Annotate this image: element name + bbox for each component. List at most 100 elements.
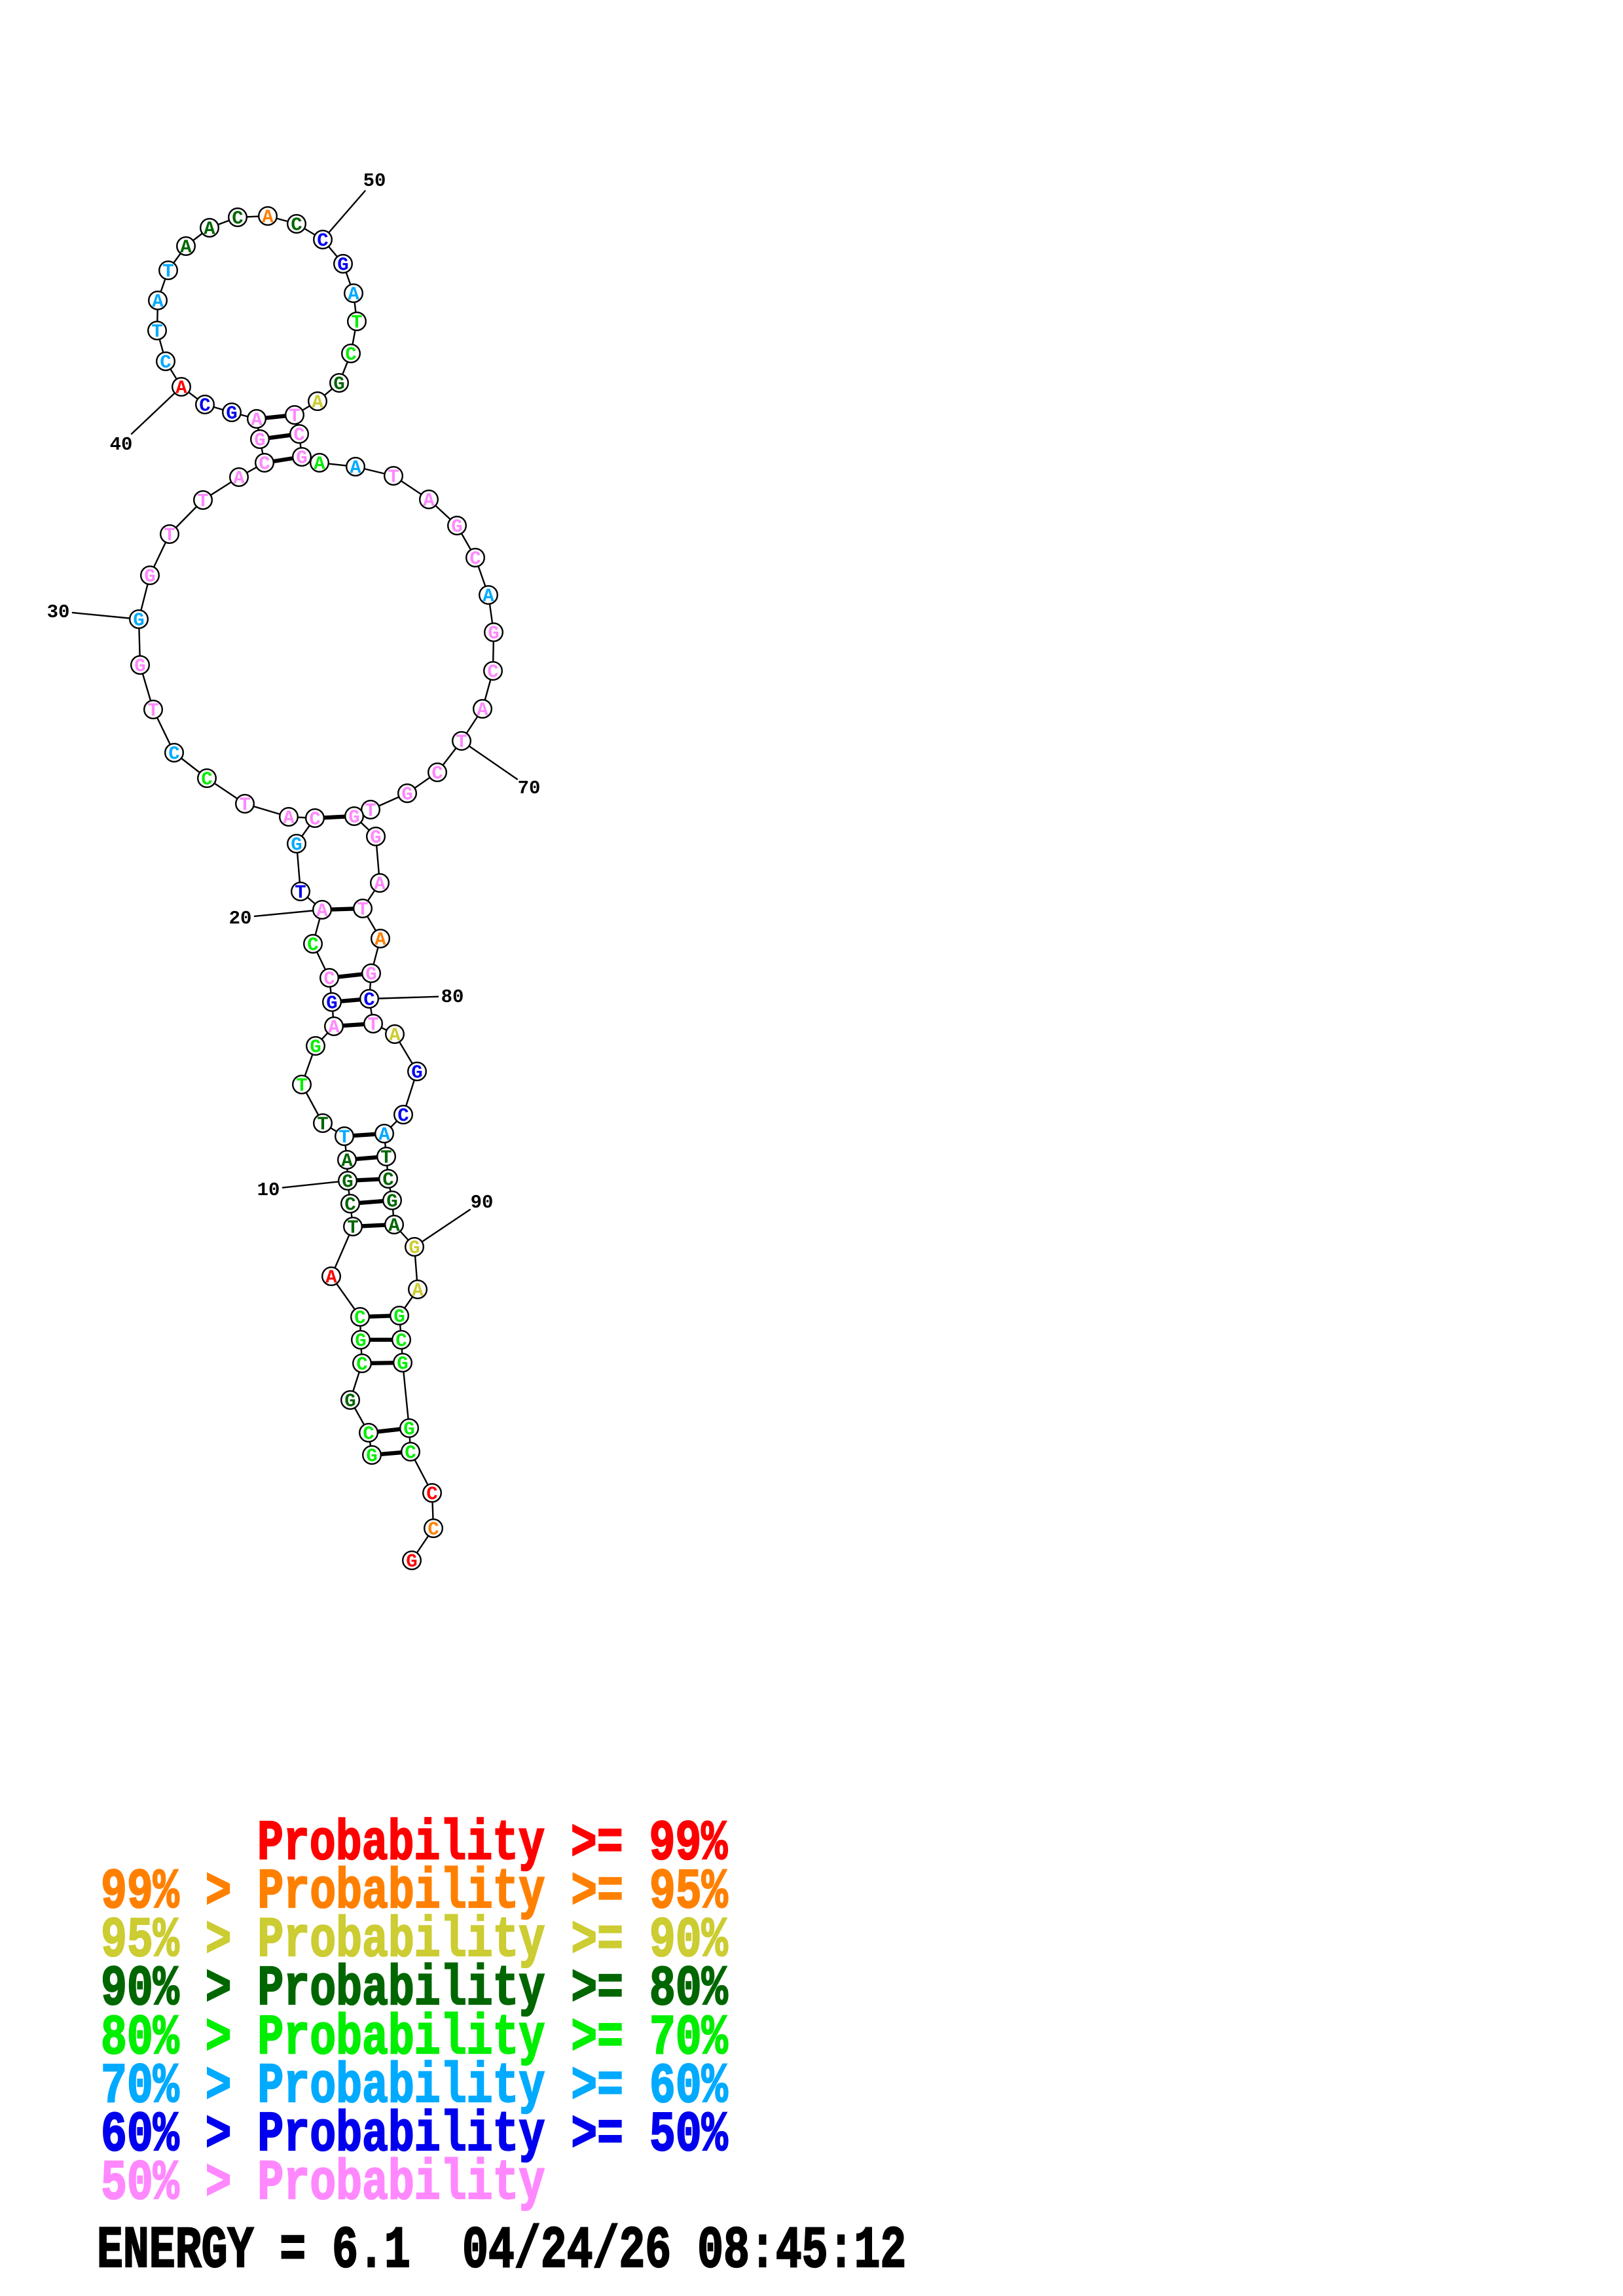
svg-text:T: T [367,1014,378,1036]
svg-text:50: 50 [363,170,386,192]
svg-text:A: A [233,468,245,490]
svg-text:C: C [344,1194,356,1216]
svg-text:C: C [345,344,356,366]
svg-text:10: 10 [257,1179,280,1201]
svg-text:G: G [333,374,344,395]
svg-text:90% > Probability >= 80%: 90% > Probability >= 80% [101,1958,728,2022]
svg-text:C: C [428,1519,439,1541]
svg-text:A: A [389,1025,401,1047]
svg-text:G: G [403,1419,414,1441]
svg-text:T: T [162,261,173,283]
svg-text:C: C [356,1354,367,1376]
svg-text:Probability >= 99%: Probability >= 99% [257,1812,728,1876]
svg-text:A: A [350,457,361,479]
svg-text:G: G [326,993,337,1014]
svg-text:C: C [487,662,498,683]
svg-text:95% > Probability >= 90%: 95% > Probability >= 90% [101,1909,728,1973]
svg-text:C: C [317,230,328,252]
svg-text:ENERGY = 6.1: ENERGY = 6.1 [97,2217,410,2284]
svg-text:G: G [348,807,359,829]
svg-text:G: G [344,1391,356,1412]
svg-text:C: C [291,215,302,236]
svg-text:50% > Probability: 50% > Probability [101,2152,545,2216]
svg-text:60% > Probability >= 50%: 60% > Probability >= 50% [101,2104,728,2168]
svg-text:70% > Probability >= 60%: 70% > Probability >= 60% [101,2055,728,2119]
svg-text:C: C [323,969,335,990]
svg-text:T: T [380,1147,392,1169]
svg-text:G: G [393,1306,405,1328]
svg-text:A: A [204,219,215,240]
svg-text:A: A [388,1215,400,1237]
svg-text:A: A [378,1124,390,1146]
svg-text:G: G [488,623,499,645]
svg-text:T: T [197,491,208,512]
svg-text:C: C [199,395,210,417]
svg-text:C: C [382,1170,393,1191]
svg-text:T: T [164,525,175,547]
svg-text:A: A [175,378,187,399]
svg-text:G: G [386,1191,397,1213]
svg-text:20: 20 [229,908,252,929]
svg-text:G: G [296,448,307,469]
svg-text:A: A [423,490,435,512]
svg-text:T: T [351,312,362,334]
svg-text:70: 70 [518,778,541,799]
svg-text:C: C [363,1424,374,1445]
svg-text:T: T [296,1075,307,1097]
svg-text:A: A [316,901,328,922]
svg-text:G: G [451,516,462,538]
svg-text:G: G [337,255,348,276]
svg-text:C: C [307,935,318,956]
svg-text:G: G [134,656,145,677]
svg-text:C: C [405,1443,416,1464]
svg-text:C: C [160,352,171,374]
svg-text:G: G [409,1238,420,1259]
svg-text:30: 30 [47,601,70,623]
svg-text:G: G [366,1446,377,1467]
svg-text:G: G [401,784,412,806]
svg-text:T: T [365,800,376,822]
svg-text:80: 80 [441,986,464,1008]
svg-text:C: C [293,425,304,446]
svg-text:A: A [328,1017,340,1039]
svg-text:40: 40 [110,434,133,456]
svg-text:T: T [388,467,399,488]
svg-text:C: C [426,1484,437,1505]
svg-text:G: G [397,1354,408,1375]
svg-text:T: T [151,321,162,343]
svg-text:C: C [363,990,374,1011]
svg-text:T: T [239,795,250,816]
svg-text:G: G [370,827,381,849]
svg-text:C: C [469,548,481,570]
svg-text:T: T [456,732,467,753]
svg-text:C: C [354,1308,365,1329]
svg-text:C: C [201,769,212,791]
svg-text:A: A [180,237,192,259]
svg-text:A: A [283,808,295,829]
svg-text:T: T [295,882,306,904]
svg-text:G: G [342,1172,353,1193]
svg-text:A: A [374,929,386,951]
svg-text:T: T [317,1114,328,1136]
svg-text:G: G [133,610,144,632]
svg-text:A: A [312,392,323,414]
svg-text:A: A [477,700,488,721]
svg-text:G: G [310,1037,321,1058]
svg-text:C: C [232,208,243,230]
svg-text:G: G [406,1551,417,1573]
svg-text:T: T [289,406,300,427]
svg-text:C: C [309,809,320,831]
svg-text:G: G [291,834,302,856]
svg-text:A: A [374,874,386,895]
svg-text:G: G [144,566,155,588]
svg-text:G: G [355,1331,366,1352]
svg-text:90: 90 [471,1192,494,1213]
svg-text:04/24/26 08:45:12: 04/24/26 08:45:12 [462,2217,906,2284]
svg-text:A: A [483,586,494,607]
svg-text:T: T [357,899,368,921]
svg-text:A: A [152,291,164,313]
svg-text:T: T [347,1217,358,1239]
svg-text:A: A [348,284,359,306]
svg-text:T: T [147,700,158,722]
svg-text:T: T [338,1127,350,1149]
